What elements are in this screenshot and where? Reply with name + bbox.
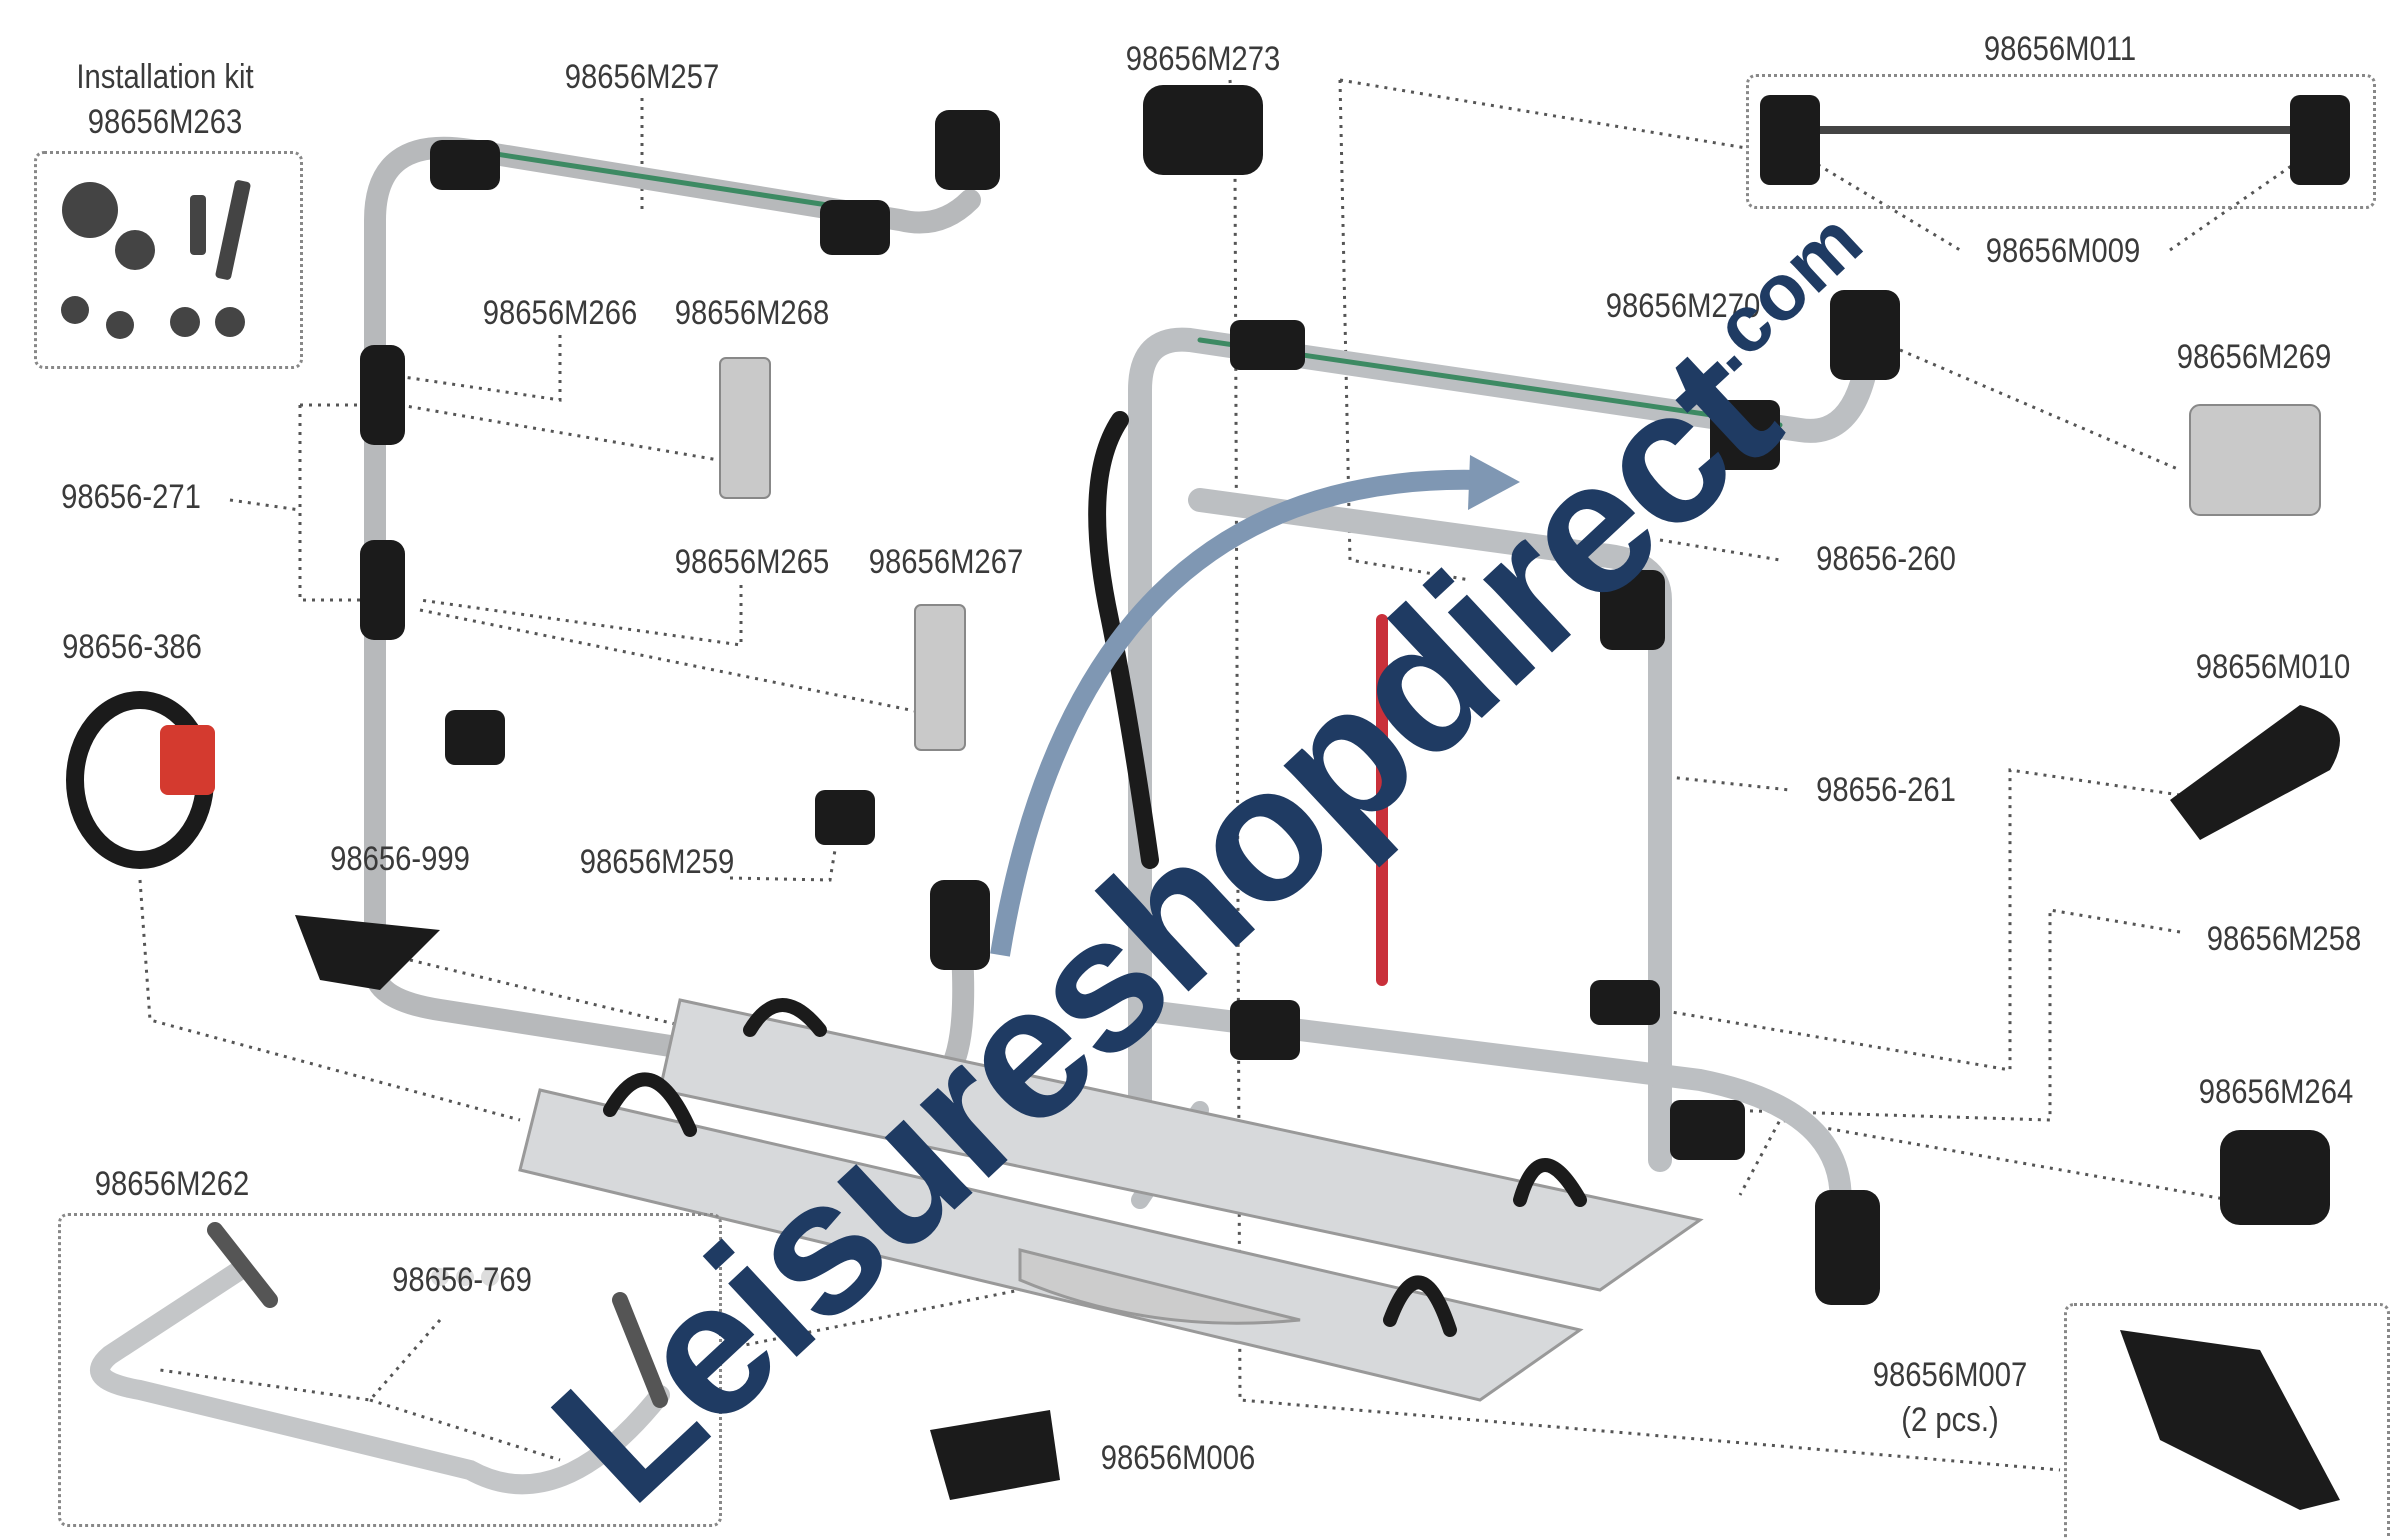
part-label: 98656-271 <box>61 478 201 516</box>
part-label: 98656M267 <box>868 543 1024 581</box>
part-label: 98656M011 <box>1983 30 2137 68</box>
part-label: 98656M270 <box>1605 287 1761 325</box>
part-m006 <box>930 1410 1060 1500</box>
m011-box <box>1746 74 2376 209</box>
part-m269 <box>2189 404 2321 516</box>
part-label: 98656M273 <box>1125 40 1281 78</box>
part-label: 98656M010 <box>2195 648 2351 686</box>
install-kit-icons <box>61 180 251 339</box>
main-carrier <box>518 290 1900 1402</box>
m262-box <box>58 1213 722 1527</box>
part-label: 98656M264 <box>2198 1073 2354 1111</box>
part-label: 98656M263 <box>87 103 243 141</box>
bracket-m267 <box>914 604 966 751</box>
part-label: 98656M265 <box>674 543 830 581</box>
part-label: 98656M007 <box>1872 1356 2028 1394</box>
part-label: 98656-999 <box>330 840 470 878</box>
part-m262 <box>90 1222 670 1495</box>
install-kit-title: Installation kit <box>76 58 254 96</box>
part-769 <box>431 1268 499 1286</box>
part-label: 98656M262 <box>94 1165 250 1203</box>
part-m273 <box>1143 85 1263 175</box>
part-label: 98656M009 <box>1985 232 2141 270</box>
part-label: 98656M006 <box>1100 1439 1256 1477</box>
bracket-m268 <box>719 357 771 499</box>
part-quantity: (2 pcs.) <box>1901 1401 1999 1439</box>
upper-frame <box>360 110 1000 1097</box>
part-label: 98656-769 <box>392 1261 532 1299</box>
part-label: 98656M257 <box>564 58 720 96</box>
install-kit-box <box>34 151 303 369</box>
part-label: 98656-261 <box>1816 771 1956 809</box>
part-label: 98656-386 <box>62 628 202 666</box>
part-m264 <box>2220 1130 2330 1225</box>
part-label: 98656M269 <box>2176 338 2332 376</box>
watermark-arrow <box>990 469 1481 957</box>
part-label: 98656M268 <box>674 294 830 332</box>
part-m007 <box>2120 1330 2340 1510</box>
part-label: 98656M266 <box>482 294 638 332</box>
part-m010 <box>2170 705 2340 840</box>
part-label: 98656M258 <box>2206 920 2362 958</box>
part-m011 <box>1760 95 2350 185</box>
part-999 <box>295 915 440 990</box>
part-label: 98656M259 <box>579 843 735 881</box>
m007-box <box>2064 1303 2390 1538</box>
watermark-arrowhead <box>1468 455 1520 510</box>
part-386 <box>66 691 215 869</box>
part-label: 98656-260 <box>1816 540 1956 578</box>
